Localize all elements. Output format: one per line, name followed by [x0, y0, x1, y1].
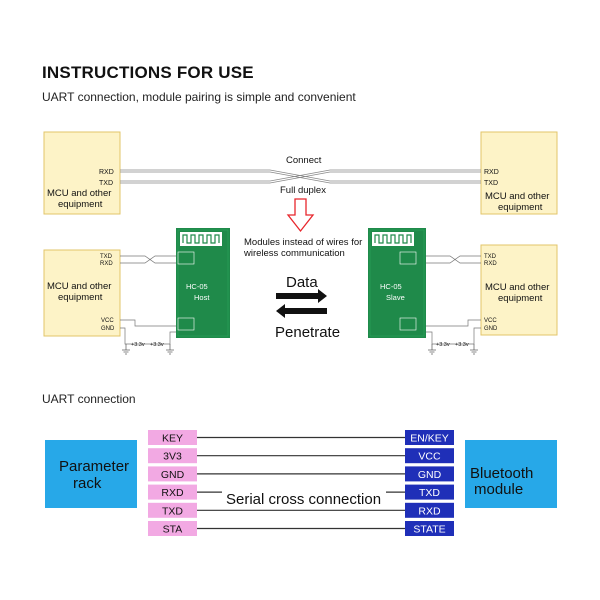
mid-right-rxd-label: RXD: [484, 261, 497, 267]
mid-left-3v3-label-b: +3.3v: [150, 342, 164, 348]
bluetooth-module-label-1: Bluetooth: [470, 465, 533, 482]
right-pin-box: [405, 448, 454, 464]
top-cross-wires: [120, 169, 481, 184]
top-right-mcu-label-2: equipment: [498, 202, 543, 213]
host-module-name: HC-05: [186, 282, 208, 291]
connect-label: Connect: [286, 155, 322, 166]
parameter-rack-label-1: Parameter: [59, 458, 129, 475]
uart-pin-rows: KEY EN/KEY 3V3 VCC GND GND RXD TXD TXD RXD STA STAT…: [148, 430, 454, 536]
right-pin-label: STATE: [413, 524, 445, 536]
host-module-role: Host: [194, 293, 210, 302]
page-title: INSTRUCTIONS FOR USE: [42, 63, 254, 82]
top-right-mcu-box: [480, 131, 558, 215]
mid-right-3v3-label-b: +3.3v: [455, 342, 469, 348]
mid-right-mcu-label-2: equipment: [498, 293, 543, 304]
mid-right-mcu-label-1: MCU and other: [485, 282, 549, 293]
mid-left-wires: [120, 255, 176, 345]
slave-module-role: Slave: [386, 293, 405, 302]
penetrate-label: Penetrate: [275, 324, 340, 341]
bluetooth-module-label-2: module: [474, 481, 523, 498]
slave-module: [368, 228, 426, 338]
mid-left-txd-label: TXD: [100, 254, 113, 260]
right-pin-box: [405, 484, 454, 500]
top-left-rxd-label: RXD: [99, 169, 114, 176]
parameter-rack-label-2: rack: [73, 475, 102, 492]
full-duplex-label: Full duplex: [280, 185, 326, 196]
page-subtitle: UART connection, module pairing is simpl…: [42, 90, 356, 104]
parameter-rack-block: [45, 440, 137, 508]
mid-right-txd-label: TXD: [484, 254, 497, 260]
top-left-mcu-box: [43, 131, 121, 215]
down-arrow-icon: [286, 198, 315, 233]
right-pin-label: EN/KEY: [410, 433, 449, 445]
host-module: [176, 228, 230, 338]
mid-left-mcu-box: [43, 249, 121, 337]
right-pin-label: TXD: [419, 487, 440, 499]
mid-right-ground-symbols: [428, 344, 478, 355]
right-pin-label: GND: [418, 469, 442, 481]
left-pin-box: [148, 502, 197, 518]
mid-left-mcu-label-1: MCU and other: [47, 281, 111, 292]
serial-cross-label: Serial cross connection: [226, 491, 381, 508]
left-pin-box: [148, 430, 197, 445]
mid-left-gnd-label: GND: [101, 326, 115, 332]
left-pin-label: STA: [163, 524, 183, 536]
right-pin-label: RXD: [418, 505, 441, 517]
mid-right-3v3-label-a: +3.3v: [436, 342, 450, 348]
right-pin-label: VCC: [418, 451, 441, 463]
top-left-mcu-label-1: MCU and other: [47, 188, 111, 199]
left-pin-label: TXD: [162, 505, 183, 517]
bluetooth-module-block: [465, 440, 557, 508]
data-label: Data: [286, 274, 318, 291]
left-pin-label: RXD: [161, 487, 184, 499]
left-pin-box: [148, 484, 197, 500]
right-pin-box: [405, 430, 454, 445]
right-pin-box: [405, 521, 454, 536]
top-right-rxd-label: RXD: [484, 169, 499, 176]
slave-module-name: HC-05: [380, 282, 402, 291]
left-pin-box: [148, 466, 197, 482]
modules-note-line1: Modules instead of wires for: [244, 237, 362, 248]
top-left-mcu-label-2: equipment: [58, 199, 103, 210]
top-right-txd-label: TXD: [484, 180, 498, 187]
mid-right-wires: [426, 255, 481, 345]
left-pin-box: [148, 448, 197, 464]
mid-right-mcu-box: [480, 244, 558, 336]
right-pin-box: [405, 466, 454, 482]
left-pin-label: 3V3: [163, 451, 182, 463]
left-pin-box: [148, 521, 197, 536]
left-arrow-icon: [276, 304, 327, 318]
left-pin-label: GND: [161, 469, 185, 481]
mid-right-gnd-label: GND: [484, 326, 498, 332]
mid-left-3v3-label-a: +3.3v: [131, 342, 145, 348]
mid-right-vcc-label: VCC: [484, 318, 497, 324]
cross-label-bg: [222, 488, 386, 508]
mid-left-rxd-label: RXD: [100, 261, 113, 267]
top-right-mcu-label-1: MCU and other: [485, 191, 549, 202]
mid-left-vcc-label: VCC: [101, 318, 114, 324]
mid-left-ground-symbols: [122, 344, 174, 355]
mid-left-mcu-label-2: equipment: [58, 292, 103, 303]
left-pin-label: KEY: [162, 433, 183, 445]
right-arrow-icon: [276, 289, 327, 303]
top-left-txd-label: TXD: [99, 180, 113, 187]
modules-note-line2: wireless communication: [243, 248, 345, 259]
uart-section-title: UART connection: [42, 392, 136, 406]
right-pin-box: [405, 502, 454, 518]
